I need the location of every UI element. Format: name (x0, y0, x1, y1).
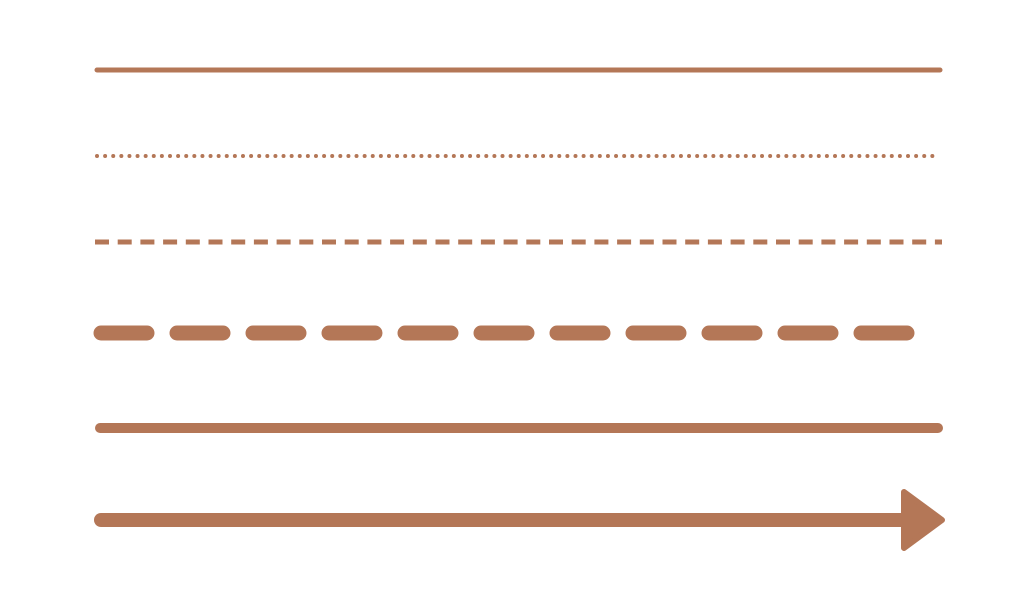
arrow-icon (901, 489, 945, 551)
arrow-line (94, 489, 945, 551)
